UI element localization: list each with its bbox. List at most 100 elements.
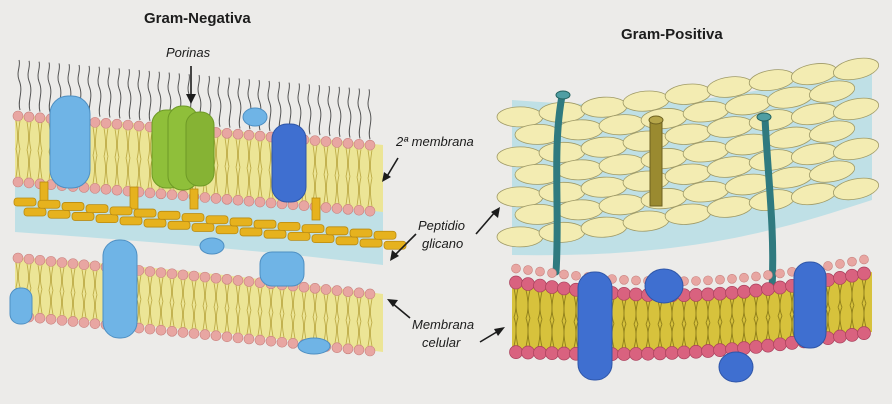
lipid-head bbox=[690, 288, 703, 301]
lps-chain bbox=[368, 89, 371, 139]
lipid-head bbox=[728, 274, 737, 283]
peptidoglycan-unit bbox=[360, 239, 382, 247]
lipid-head bbox=[46, 314, 56, 324]
lipid-head bbox=[24, 112, 34, 122]
peripheral-protein bbox=[645, 269, 683, 303]
lipid-head bbox=[558, 347, 571, 360]
lipid-head bbox=[321, 203, 331, 213]
lps-chain bbox=[328, 86, 331, 136]
lipid-head bbox=[244, 196, 254, 206]
lipid-head bbox=[24, 178, 34, 188]
peptidoglycan-label-line2: glicano bbox=[422, 236, 463, 252]
lipid-head bbox=[13, 177, 23, 187]
peptidoglycan-unit bbox=[326, 227, 348, 235]
lps-chain bbox=[218, 77, 221, 127]
lipid-head bbox=[512, 264, 521, 273]
lipid-head bbox=[548, 269, 557, 278]
lipid-head bbox=[365, 289, 375, 299]
peptidoglycan-unit bbox=[144, 219, 166, 227]
lipid-head bbox=[776, 269, 785, 278]
lipid-head bbox=[762, 283, 775, 296]
peptidoglycan-unit bbox=[134, 209, 156, 217]
lipid-head bbox=[299, 201, 309, 211]
lipid-head bbox=[764, 271, 773, 280]
second-membrane-label: 2ª membrana bbox=[396, 134, 474, 150]
lipid-head bbox=[13, 111, 23, 121]
porin-protein bbox=[152, 106, 214, 190]
lps-chain bbox=[38, 62, 41, 112]
peptidoglycan-unit bbox=[192, 224, 214, 232]
lipid-head bbox=[211, 193, 221, 203]
lps-chain bbox=[228, 78, 231, 128]
outer-membrane-protein bbox=[272, 124, 306, 202]
lipid-head bbox=[244, 130, 254, 140]
peptidoglycan-unit bbox=[158, 211, 180, 219]
lipid-head bbox=[642, 347, 655, 360]
lipid-head bbox=[546, 347, 559, 360]
lps-chain bbox=[318, 85, 321, 135]
peptidoglycan-unit bbox=[336, 237, 358, 245]
lipid-head bbox=[716, 275, 725, 284]
porins-label: Porinas bbox=[166, 45, 210, 61]
lps-chain bbox=[108, 68, 111, 118]
periplasmic-protein bbox=[200, 238, 224, 254]
peptidoglycan-unit bbox=[374, 231, 396, 239]
cytoplasmic-protein bbox=[298, 338, 330, 354]
lipid-head bbox=[654, 347, 667, 360]
lipid-head bbox=[834, 330, 847, 343]
lipid-head bbox=[690, 345, 703, 358]
lipid-head bbox=[343, 344, 353, 354]
lipid-head bbox=[255, 197, 265, 207]
lipid-head bbox=[752, 272, 761, 281]
lipid-head bbox=[848, 257, 857, 266]
lipid-head bbox=[534, 279, 547, 292]
lipid-head bbox=[310, 283, 320, 293]
lipid-head bbox=[834, 271, 847, 284]
lipid-head bbox=[354, 288, 364, 298]
lipid-head bbox=[354, 139, 364, 149]
lipid-head bbox=[288, 338, 298, 348]
transmembrane-protein bbox=[578, 272, 612, 380]
peptidoglycan-unit bbox=[350, 229, 372, 237]
lipid-head bbox=[178, 191, 188, 201]
lipid-head bbox=[101, 184, 111, 194]
lipid-head bbox=[740, 273, 749, 282]
lipid-head bbox=[255, 131, 265, 141]
lipid-head bbox=[200, 272, 210, 282]
lipid-head bbox=[299, 282, 309, 292]
peptidoglycan-unit bbox=[230, 218, 252, 226]
peptidoglycan-unit bbox=[14, 198, 36, 206]
lipid-head bbox=[343, 138, 353, 148]
lipid-head bbox=[738, 285, 751, 298]
cell-membrane-core bbox=[15, 257, 383, 352]
lipid-head bbox=[618, 348, 631, 361]
lipid-head bbox=[35, 255, 45, 265]
lipid-head bbox=[101, 118, 111, 128]
lipid-head bbox=[858, 327, 871, 340]
lipid-head bbox=[560, 270, 569, 279]
lipid-head bbox=[145, 324, 155, 334]
lipid-head bbox=[90, 319, 100, 329]
peptidoglycan-unit bbox=[206, 216, 228, 224]
lipid-head bbox=[534, 346, 547, 359]
lipid-head bbox=[332, 343, 342, 353]
lps-chain bbox=[348, 88, 351, 138]
peptidoglycan-unit bbox=[497, 227, 543, 247]
lipid-head bbox=[145, 266, 155, 276]
lipid-head bbox=[365, 346, 375, 356]
lipid-head bbox=[277, 337, 287, 347]
lipid-head bbox=[343, 204, 353, 214]
lipid-head bbox=[57, 257, 67, 267]
lps-chain bbox=[48, 63, 51, 113]
gram-negative-title: Gram-Negativa bbox=[144, 10, 251, 27]
cell-membrane-label-line1: Membrana bbox=[412, 317, 474, 333]
lps-chain bbox=[238, 78, 241, 128]
peptidoglycan-unit bbox=[254, 220, 276, 228]
lipid-head bbox=[68, 259, 78, 269]
lipid-head bbox=[536, 267, 545, 276]
lipid-head bbox=[222, 128, 232, 138]
lipid-head bbox=[189, 329, 199, 339]
lipid-head bbox=[750, 284, 763, 297]
lipid-head bbox=[222, 194, 232, 204]
